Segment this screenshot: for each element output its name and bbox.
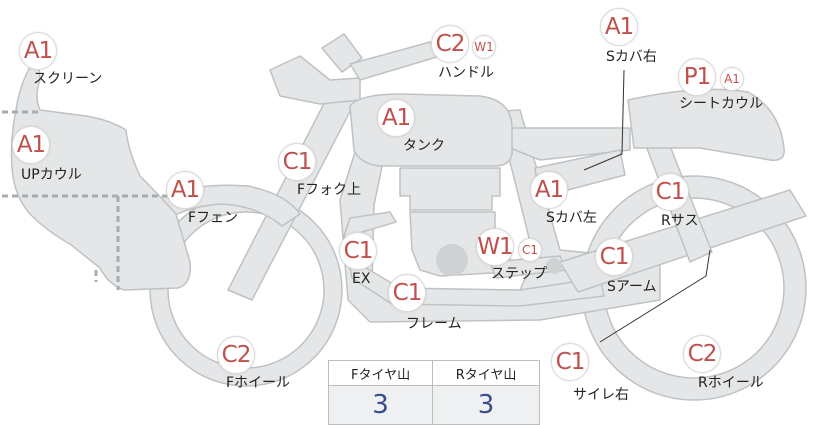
silencer-label: サイレ右 [573, 387, 629, 403]
scover-left-label: Sカバ左 [546, 210, 597, 226]
handle-badge: C2 [431, 25, 469, 63]
silencer-badge: C1 [551, 343, 589, 381]
handlebar-grip-shape [349, 41, 441, 81]
ffork-badge: C1 [278, 143, 316, 181]
swingarm-label: Sアーム [607, 279, 657, 295]
rear-tire-header: Rタイヤ山 [432, 360, 540, 386]
scover-right-label: Sカバ右 [606, 49, 657, 65]
swingarm-badge: C1 [595, 238, 633, 276]
frame-label: フレーム [406, 316, 462, 332]
ffork-label: Fフォク上 [297, 182, 362, 198]
rsus-label: Rサス [661, 213, 699, 229]
cowl-shape [10, 53, 191, 291]
rear-wheel-shape [581, 175, 807, 401]
step-small-badge: C1 [518, 238, 542, 262]
leader-silencer [599, 249, 711, 343]
rwheel-label: Rホイール [698, 375, 764, 391]
seatcowl-small-badge: A1 [720, 67, 744, 91]
handlebar-shape [269, 55, 361, 105]
tire-tread-table: Fタイヤ山 Rタイヤ山 3 3 [327, 360, 540, 425]
rwheel-badge: C2 [683, 335, 721, 373]
step-label: ステップ [491, 266, 547, 282]
scover-left-badge: A1 [530, 171, 568, 209]
front-tire-header: Fタイヤ山 [327, 360, 434, 386]
upcowl-badge: A1 [12, 126, 50, 164]
front-tire-value: 3 [327, 385, 434, 425]
seatcowl-badge: P1 [678, 58, 716, 96]
tank-shape [349, 93, 513, 167]
screen-badge: A1 [19, 32, 57, 70]
exhaust-shape [343, 211, 605, 307]
engine-shape [399, 167, 501, 211]
fwheel-badge: C2 [217, 336, 255, 374]
handle-small-badge: W1 [472, 35, 496, 59]
tire-table-value-row: 3 3 [327, 385, 540, 425]
tank-label: タンク [403, 138, 445, 154]
headlight-shape [321, 33, 363, 73]
ffender-label: Fフェン [188, 210, 239, 226]
ex-label: EX [352, 271, 371, 287]
ffender-badge: A1 [166, 171, 204, 209]
frame-badge: C1 [388, 274, 426, 312]
fwheel-label: Fホイール [226, 375, 291, 391]
scover-right-badge: A1 [600, 8, 638, 46]
leader-lines [583, 69, 711, 343]
ex-badge: C1 [339, 232, 377, 270]
screen-label: スクリーン [33, 71, 103, 87]
seatcowl-label: シートカウル [679, 96, 763, 112]
tank-badge: A1 [377, 99, 415, 137]
rsus-badge: C1 [651, 173, 689, 211]
tire-table-header-row: Fタイヤ山 Rタイヤ山 [327, 360, 540, 386]
leader-scover-right [583, 69, 625, 171]
rear-tire-value: 3 [432, 385, 540, 425]
engine-details [436, 244, 562, 276]
upcowl-label: UPカウル [21, 167, 82, 183]
handle-label: ハンドル [438, 65, 494, 81]
cowl-dotted-lines [2, 110, 168, 290]
step-badge: W1 [476, 228, 514, 266]
